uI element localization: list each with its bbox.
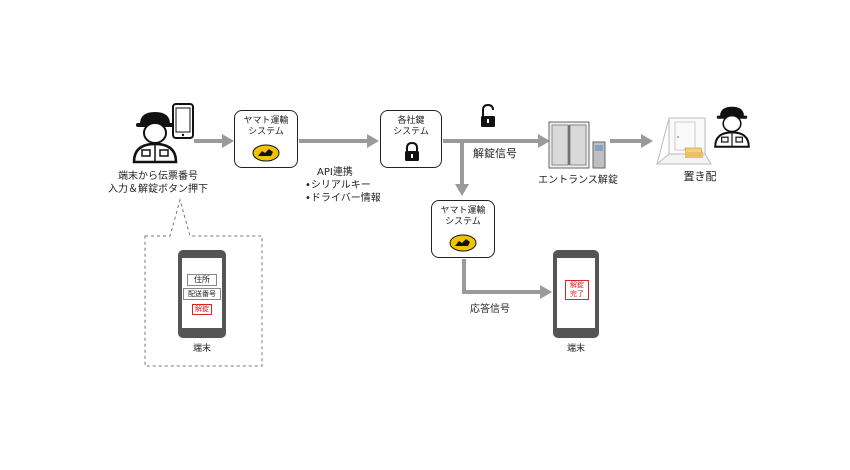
yamato-logo-icon [252, 144, 280, 162]
yamato-system-box-2: ヤマト運輸 システム [431, 200, 495, 258]
entrance-label: エントランス解錠 [538, 175, 618, 186]
driver-caption-line1: 端末から伝票番号 [118, 171, 198, 182]
terminal-right: 解錠 完了 [553, 250, 599, 338]
yamato-system-box-1: ヤマト運輸 システム [234, 110, 298, 168]
arrowhead-6 [540, 285, 552, 299]
yamato-system-1-line2: システム [248, 127, 284, 137]
delivery-number-field[interactable]: 配送番号 [183, 288, 221, 300]
lock-system-box: 各社鍵 システム [380, 110, 442, 168]
yamato-system-2-line2: システム [445, 217, 481, 227]
driver-caption: 端末から伝票番号 入力＆解錠ボタン押下 [108, 170, 208, 196]
arrow-yamato2-right [462, 290, 542, 294]
arrowhead-4 [455, 184, 469, 196]
unlock-complete-badge: 解錠 完了 [565, 280, 589, 300]
badge-line2: 完了 [570, 290, 584, 298]
unlock-button[interactable]: 解錠 [192, 304, 212, 315]
api-title: API連携 [317, 167, 353, 178]
api-label: API連携 •シリアルキー •ドライバー情報 [305, 166, 381, 205]
doorstep-delivery-icon [655, 117, 712, 165]
badge-line1: 解錠 [570, 281, 584, 289]
entrance-door-icon [548, 121, 606, 169]
padlock-unlocked-icon [481, 104, 495, 127]
unlock-signal-label: 解錠信号 [473, 147, 517, 160]
arrow-lock-down [460, 141, 464, 186]
lock-system-line2: システム [393, 127, 429, 137]
terminal-right-caption: 端末 [566, 344, 586, 354]
terminal-left: 住所 配送番号 解錠 [178, 250, 226, 338]
delivery-person-icon [714, 106, 750, 148]
arrowhead-3 [538, 134, 550, 148]
api-item-driver: •ドライバー情報 [305, 193, 381, 204]
smartphone-icon [172, 103, 194, 139]
arrowhead-1 [222, 134, 234, 148]
arrow-yamato-to-lock [299, 139, 369, 143]
yamato-system-2-line1: ヤマト運輸 [440, 206, 486, 216]
callout-dashed-outline [144, 198, 263, 367]
arrowhead-5 [641, 134, 653, 148]
driver-caption-line2: 入力＆解錠ボタン押下 [108, 184, 208, 195]
response-signal-label: 応答信号 [470, 304, 510, 315]
arrow-driver-to-yamato [194, 139, 224, 143]
delivery-label: 置き配 [683, 170, 717, 183]
arrowhead-2 [367, 134, 379, 148]
yamato-logo-icon [449, 234, 477, 252]
arrow-lock-to-entrance [443, 139, 540, 143]
address-field[interactable]: 住所 [187, 274, 217, 286]
api-item-serial: •シリアルキー [305, 180, 371, 191]
driver-icon [132, 112, 178, 164]
padlock-locked-icon [405, 142, 419, 161]
arrow-entrance-to-delivery [610, 139, 643, 143]
terminal-left-caption: 端末 [192, 344, 212, 354]
lock-system-line1: 各社鍵 [397, 116, 425, 126]
yamato-system-1-line1: ヤマト運輸 [243, 116, 289, 126]
arrow-yamato2-down [462, 259, 466, 294]
